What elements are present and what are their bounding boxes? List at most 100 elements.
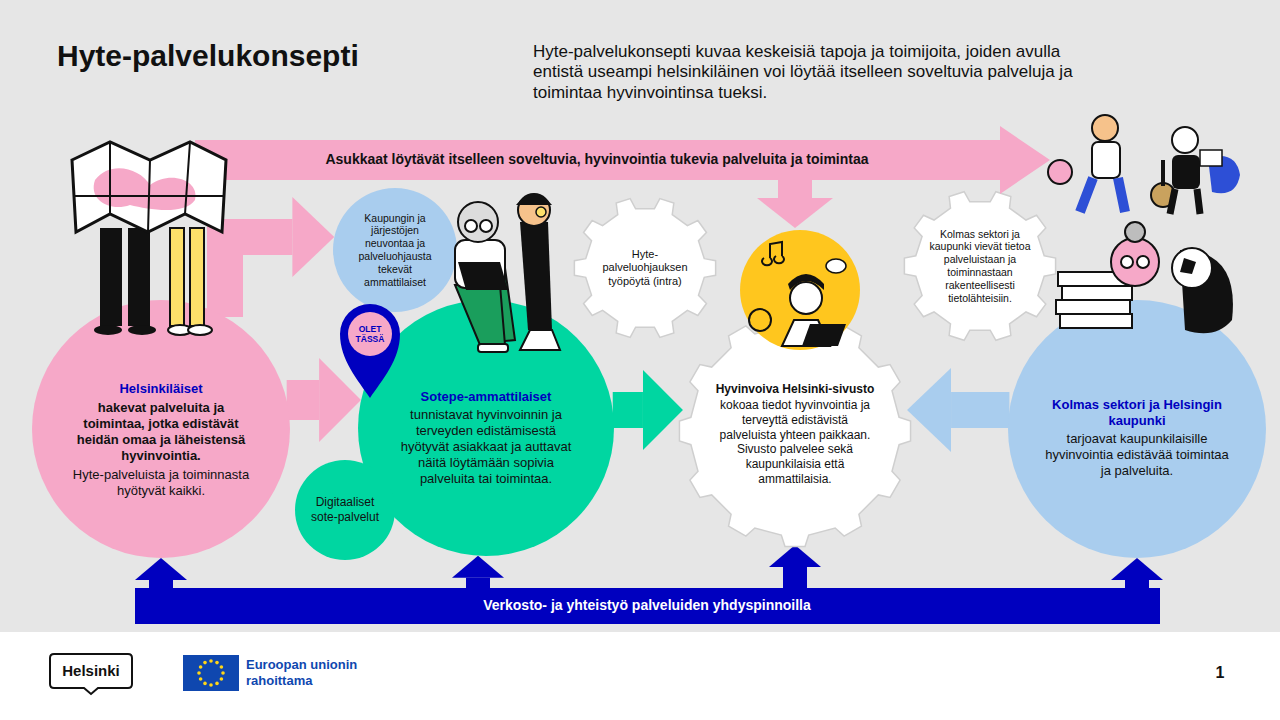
node-body: hakevat palveluita ja toimintaa, jotka e… — [71, 400, 251, 463]
node-body: tunnistavat hyvinvoinnin ja terveyden ed… — [391, 407, 581, 486]
map-person — [94, 325, 122, 335]
people-top — [1048, 160, 1072, 184]
node-shape — [1008, 300, 1266, 558]
map-person — [188, 325, 212, 335]
books-person — [1060, 314, 1132, 328]
website-figure — [802, 324, 846, 346]
node-body: kokoaa tiedot hyvinvointia ja terveyttä … — [712, 398, 878, 486]
people-top — [1172, 127, 1198, 153]
map-person — [190, 228, 204, 326]
node-shape — [740, 230, 860, 350]
node-heading: Kolmas sektori ja Helsingin kaupunki — [1042, 397, 1232, 429]
books-person — [1180, 258, 1196, 274]
map-person — [72, 142, 226, 335]
footer — [0, 632, 1280, 720]
eu-stars — [215, 682, 219, 686]
map-person — [72, 142, 226, 232]
desk-gear: Hyte-palveluohjauksen työpöytä (intra) — [572, 195, 718, 341]
people-top — [1092, 142, 1120, 178]
data-gear: Kolmas sektori ja kaupunki vievät tietoa… — [902, 188, 1058, 344]
eu-stars — [203, 682, 207, 686]
intro-text: Hyte-palvelukonsepti kuvaa keskeisiä tap… — [533, 42, 1078, 103]
laptop-person — [516, 194, 552, 206]
network-band: Verkosto- ja yhteistyö palveluiden yhdys… — [135, 588, 1160, 624]
node-heading: Sotepe-ammattilaiset — [421, 389, 552, 405]
node-shape — [340, 304, 400, 398]
eu-stars — [203, 661, 207, 665]
node-text: Kolmas sektori ja kaupunki vievät tietoa… — [928, 228, 1032, 305]
books-person — [1056, 300, 1130, 314]
map-person — [128, 325, 156, 335]
map-person — [170, 228, 184, 326]
node-text: Digitaaliset sote-palvelut — [305, 495, 385, 524]
website-figure — [749, 309, 771, 331]
laptop-person — [480, 220, 492, 232]
people-top — [1080, 178, 1125, 212]
people-top — [1092, 115, 1118, 141]
provider-circle: Kolmas sektori ja Helsingin kaupunkitarj… — [1008, 300, 1266, 558]
laptop-person — [478, 344, 508, 352]
node-body: Kaupungin ja järjestöjen neuvontaa ja pa… — [348, 212, 442, 289]
laptop-person — [465, 220, 477, 232]
node-shape — [195, 126, 1050, 194]
map-person — [94, 168, 196, 210]
node-body: Verkosto- ja yhteistyö palveluiden yhdys… — [483, 597, 811, 614]
people-top — [1172, 155, 1200, 189]
books-person — [1137, 256, 1149, 268]
page-number: 1 — [1205, 663, 1235, 682]
eu-stars — [197, 659, 225, 687]
people-top — [1161, 160, 1165, 186]
flow-arrow — [1125, 580, 1149, 588]
laptop-person — [520, 330, 560, 350]
node-shape — [135, 588, 1160, 624]
title: Hyte-palvelukonsepti — [57, 38, 359, 74]
node-text: Helsinkiläisethakevat palveluita ja toim… — [71, 381, 251, 498]
books-person — [1111, 238, 1159, 286]
flow-arrow — [613, 392, 643, 428]
citizen-circle: Helsinkiläisethakevat palveluita ja toim… — [32, 300, 290, 558]
books-person — [1062, 286, 1132, 300]
node-heading: Hyvinvoiva Helsinki-sivusto — [716, 382, 875, 397]
eu-flag — [183, 655, 239, 691]
people-top — [1200, 150, 1222, 166]
node-shape — [295, 460, 395, 560]
digital-circle: Digitaaliset sote-palvelut — [295, 460, 395, 560]
flow-arrow — [951, 392, 1009, 428]
website-figure — [788, 274, 824, 290]
flow-arrow — [149, 580, 173, 588]
node-text: Sotepe-ammattilaiset tunnistavat hyvinvoi… — [391, 389, 581, 486]
funding-text: Euroopan unionin rahoittama — [246, 657, 371, 688]
flow-arrow — [287, 380, 319, 420]
node-text: OLET TÄSSÄ — [351, 324, 389, 345]
website-figure — [826, 259, 846, 273]
finding-band: Asukkaat löytävät itselleen soveltuvia, … — [195, 140, 1050, 180]
flow-arrow — [778, 180, 812, 198]
people-top — [1170, 189, 1200, 214]
flow-arrow — [225, 237, 292, 317]
advisor-circle: Kaupungin ja järjestöjen neuvontaa ja pa… — [333, 188, 457, 312]
map-person — [128, 228, 150, 326]
books-person — [1121, 256, 1133, 268]
node-shape — [1008, 300, 1266, 558]
city-logo-text: Helsinki — [50, 662, 132, 680]
node-body: Hyte-palveluista ja toiminnasta hyötyvät… — [71, 467, 251, 499]
books-person — [1172, 248, 1212, 288]
node-shape — [32, 300, 290, 558]
eu-stars — [209, 683, 213, 687]
node-text: Asukkaat löytävät itselleen soveltuvia, … — [202, 151, 992, 168]
laptop-person — [455, 194, 560, 353]
people-top — [1048, 115, 1240, 214]
node-shape — [333, 188, 457, 312]
laptop-person — [536, 207, 546, 217]
eu-stars — [215, 661, 219, 665]
laptop-person — [455, 285, 505, 345]
eu-stars — [220, 665, 224, 669]
eu-stars — [199, 677, 203, 681]
flow-arrow — [466, 578, 490, 588]
node-body: tarjoavat kaupunkilaisille hyvinvointia … — [1042, 431, 1232, 479]
laptop-person — [458, 202, 498, 242]
ground — [0, 0, 1280, 632]
map-person — [100, 228, 122, 326]
